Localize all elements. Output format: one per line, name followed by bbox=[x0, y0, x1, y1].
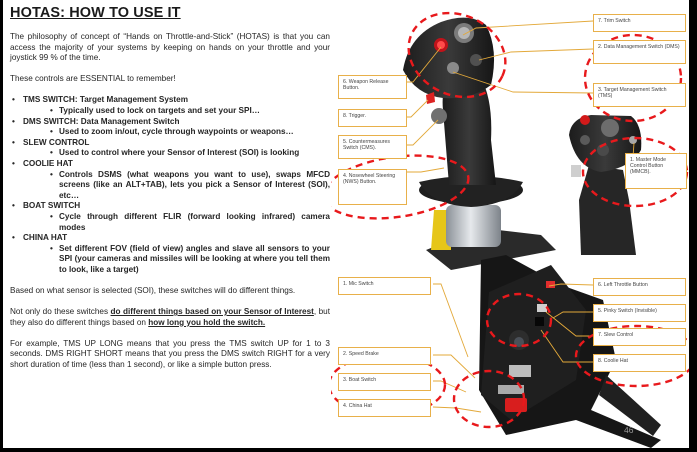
list-item-coolie: COOLIE HAT Controls DSMS (what weapons y… bbox=[10, 159, 330, 201]
list-item-desc: Typically used to lock on targets and se… bbox=[23, 106, 330, 117]
label-mmcb: 1. Master Mode Control Button (MMCB). bbox=[625, 153, 687, 189]
label-trigger: 8. Trigger. bbox=[338, 109, 407, 127]
label-nws: 4. Nosewheel Steering (NWS) Button. bbox=[338, 169, 407, 205]
list-item-desc: Cycle through different FLIR (forward lo… bbox=[23, 212, 330, 233]
label-slew-control: 7. Slew Control bbox=[593, 328, 686, 346]
example-paragraph: For example, TMS UP LONG means that you … bbox=[10, 338, 330, 369]
label-coolie-hat: 8. Coolie Hat bbox=[593, 354, 686, 372]
label-mic-switch: 1. Mic Switch bbox=[338, 277, 431, 295]
soi-paragraph: Based on what sensor is selected (SOI), … bbox=[10, 285, 296, 295]
label-weapon-release: 6. Weapon Release Button. bbox=[338, 75, 407, 99]
list-item-desc: Used to zoom in/out, cycle through waypo… bbox=[23, 127, 330, 138]
page-title: HOTAS: HOW TO USE IT bbox=[10, 5, 181, 21]
duration-paragraph: Not only do these switches do different … bbox=[10, 307, 330, 327]
intro-paragraph: The philosophy of concept of “Hands on T… bbox=[10, 32, 330, 63]
label-boat-switch: 3. Boat Switch bbox=[338, 373, 431, 391]
list-item-slew: SLEW CONTROL Used to control where your … bbox=[10, 138, 330, 159]
list-item-desc: Used to control where your Sensor of Int… bbox=[23, 148, 330, 159]
document-page: HOTAS: HOW TO USE IT The philosophy of c… bbox=[3, 0, 689, 448]
page-number: 46 bbox=[624, 425, 634, 435]
hotas-illustration bbox=[331, 11, 689, 448]
label-dms: 2. Data Management Switch (DMS) bbox=[593, 40, 686, 64]
label-trim-switch: 7. Trim Switch bbox=[593, 14, 686, 32]
text-column: HOTAS: HOW TO USE IT The philosophy of c… bbox=[10, 4, 330, 381]
label-speed-brake: 2. Speed Brake bbox=[338, 347, 431, 365]
joystick-icon bbox=[403, 17, 556, 270]
emphasis-hold: how long you hold the switch. bbox=[148, 317, 266, 327]
list-item-desc: Controls DSMS (what weapons you want to … bbox=[23, 170, 330, 202]
label-left-throttle-button: 6. Left Throttle Button bbox=[593, 278, 686, 296]
list-item-tms: TMS SWITCH: Target Management System Typ… bbox=[10, 95, 330, 116]
leader-lines bbox=[407, 20, 635, 413]
list-item-desc: Set different FOV (field of view) angles… bbox=[23, 244, 330, 276]
label-cms: 5. Countermeasures Switch (CMS). bbox=[338, 135, 407, 159]
list-item-dms: DMS SWITCH: Data Management Switch Used … bbox=[10, 117, 330, 138]
label-pinky-switch: 5. Pinky Switch (Invisible) bbox=[593, 304, 686, 322]
list-item-boat: BOAT SWITCH Cycle through different FLIR… bbox=[10, 201, 330, 233]
essential-note: These controls are ESSENTIAL to remember… bbox=[10, 74, 176, 84]
label-china-hat: 4. China Hat bbox=[338, 399, 431, 417]
hotas-figure: 7. Trim Switch 2. Data Management Switch… bbox=[331, 0, 689, 448]
list-item-china: CHINA HAT Set different FOV (field of vi… bbox=[10, 233, 330, 275]
controls-list: TMS SWITCH: Target Management System Typ… bbox=[10, 95, 330, 275]
emphasis-soi: do different things based on your Sensor… bbox=[110, 307, 314, 317]
label-tms: 3. Target Management Switch (TMS) bbox=[593, 83, 686, 107]
